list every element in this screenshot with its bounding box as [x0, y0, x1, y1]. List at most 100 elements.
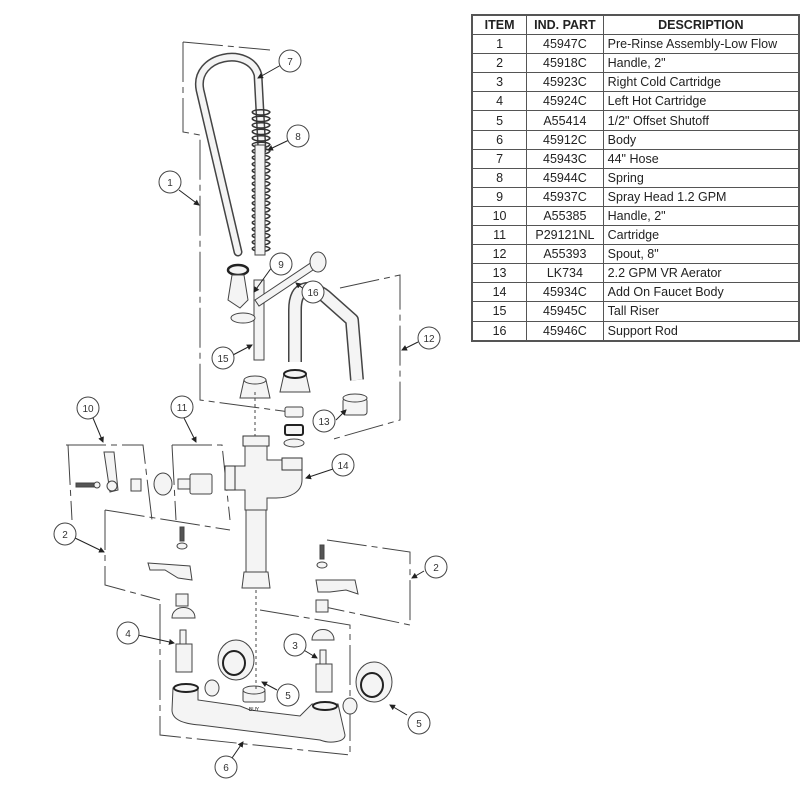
callout-12: [417, 326, 441, 350]
item-cell: 2: [471, 53, 528, 74]
riser-upper: [254, 144, 266, 256]
callout-4: [116, 621, 140, 645]
body-part: BUY: [171, 683, 346, 743]
item-cell: 6: [471, 129, 528, 150]
svg-text:4: 4: [125, 629, 131, 640]
callout-5-right: [407, 711, 431, 735]
description-cell: Add On Faucet Body: [602, 282, 800, 303]
parts-table-header: ITEM IND. PART DESCRIPTION: [471, 14, 800, 36]
svg-text:3: 3: [292, 641, 298, 652]
callout-11: [170, 395, 194, 419]
callout-15: [211, 346, 235, 370]
part-number-cell: LK734: [526, 263, 604, 284]
left-handle-part: [147, 526, 193, 607]
part-number-cell: 45918C: [526, 53, 604, 74]
boundary-spout: [329, 274, 401, 441]
item-cell: 10: [471, 205, 528, 227]
boundary-handle-2-right: [324, 539, 411, 626]
callout-10: [76, 396, 100, 420]
callout-5-left: [276, 683, 300, 707]
item-cell: 11: [471, 225, 528, 246]
item-cell: 13: [471, 263, 528, 284]
callout-6: [214, 755, 238, 779]
svg-text:12: 12: [423, 334, 435, 345]
description-cell: Support Rod: [602, 320, 800, 342]
svg-text:8: 8: [295, 132, 301, 143]
description-cell: Body: [602, 129, 800, 150]
item-cell: 5: [471, 110, 528, 131]
description-cell: Pre-Rinse Assembly-Low Flow: [602, 34, 800, 55]
callout-9: [269, 252, 293, 276]
item-cell: 8: [471, 167, 528, 188]
part-number-cell: A55393: [526, 244, 604, 265]
item-cell: 1: [471, 34, 528, 55]
svg-text:2: 2: [433, 563, 439, 574]
description-cell: 44" Hose: [602, 148, 800, 169]
svg-text:16: 16: [307, 288, 319, 299]
spring-coil: [251, 122, 271, 129]
description-cell: 1/2" Offset Shutoff: [602, 110, 800, 131]
add-on-faucet-body-part: [224, 435, 303, 589]
part-number-cell: 45912C: [526, 129, 604, 150]
item-cell: 15: [471, 301, 528, 322]
part-number-cell: 45944C: [526, 167, 604, 188]
coupling-nuts: [239, 369, 311, 448]
part-number-cell: 45934C: [526, 282, 604, 303]
spring-coil: [251, 115, 271, 123]
item-cell: 3: [471, 72, 528, 93]
item-cell: 16: [471, 320, 528, 342]
callout-labels: 1 7 8 9 16 12 13 15 10 11 14 2 2 4 3 5 5…: [62, 57, 439, 774]
item-cell: 7: [471, 148, 528, 169]
part-number-cell: 45945C: [526, 301, 604, 322]
cartridges: [171, 607, 335, 693]
boundary-handle-2-left: [104, 509, 231, 601]
item-cell: 14: [471, 282, 528, 303]
callout-circles: [53, 49, 448, 779]
boundary-handle-10: [66, 444, 153, 521]
description-cell: Right Cold Cartridge: [602, 72, 800, 93]
boundary-body: [159, 604, 351, 756]
description-cell: Handle, 2": [602, 205, 800, 227]
spring-coil: [251, 109, 271, 116]
svg-text:2: 2: [62, 530, 68, 541]
spray-head-part: [226, 263, 256, 324]
svg-text:6: 6: [223, 763, 229, 774]
group-boundaries: [66, 41, 411, 756]
description-cell: Spray Head 1.2 GPM: [602, 186, 800, 207]
item-cell: 9: [471, 186, 528, 207]
support-rod-part: [254, 251, 327, 307]
header-description: DESCRIPTION: [602, 14, 800, 36]
svg-text:14: 14: [337, 461, 349, 472]
part-number-cell: 45947C: [526, 34, 604, 55]
tall-riser-part: [253, 279, 265, 361]
svg-text:13: 13: [318, 417, 330, 428]
svg-text:7: 7: [287, 57, 293, 68]
description-cell: Spring: [602, 167, 800, 188]
item-cell: 12: [471, 244, 528, 265]
part-number-cell: 45937C: [526, 186, 604, 207]
part-number-cell: A55414: [526, 110, 604, 131]
spring-coil: [251, 128, 271, 136]
description-cell: Cartridge: [602, 225, 800, 246]
part-number-cell: 45943C: [526, 148, 604, 169]
callout-16: [301, 280, 325, 304]
description-cell: Left Hot Cartridge: [602, 91, 800, 112]
right-handle-part: [315, 544, 359, 613]
side-handle-assembly: [75, 451, 213, 496]
callout-8: [286, 124, 310, 148]
leader-lines: [74, 64, 425, 759]
callout-2-right: [424, 555, 448, 579]
header-part: IND. PART: [526, 14, 604, 36]
